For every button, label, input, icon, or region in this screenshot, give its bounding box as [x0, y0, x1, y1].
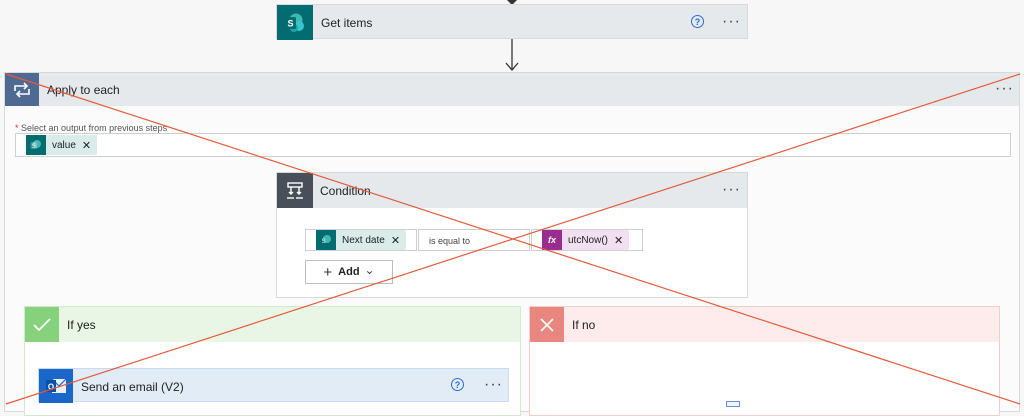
- loop-icon: [5, 73, 39, 106]
- remove-token-button[interactable]: ✕: [614, 234, 624, 247]
- if-no-branch: If no: [529, 306, 1000, 416]
- condition-card: Condition ··· S Next date ✕ is equal to …: [276, 172, 748, 298]
- help-icon[interactable]: ?: [451, 378, 464, 391]
- value-token[interactable]: S value ✕: [26, 135, 98, 155]
- connector-arrow-icon: [505, 39, 519, 71]
- required-mark: *: [15, 123, 19, 133]
- output-field[interactable]: S value ✕: [15, 133, 1011, 157]
- condition-more-button[interactable]: ···: [722, 181, 741, 198]
- expression-icon: fx: [542, 230, 562, 250]
- if-yes-branch: If yes O Send an email (V2) ? ···: [24, 306, 521, 416]
- send-email-title: Send an email (V2): [81, 380, 184, 394]
- svg-text:S: S: [287, 18, 293, 28]
- utcnow-token-label: utcNow(): [568, 234, 609, 246]
- next-date-token[interactable]: S Next date ✕: [316, 230, 407, 250]
- close-icon: [530, 307, 564, 342]
- next-date-token-label: Next date: [342, 234, 385, 246]
- add-action-handle[interactable]: [726, 401, 740, 407]
- condition-header[interactable]: Condition ···: [277, 173, 747, 208]
- check-icon: [25, 307, 59, 342]
- get-items-title: Get items: [321, 16, 373, 30]
- send-email-card[interactable]: O Send an email (V2) ? ···: [38, 368, 509, 403]
- operator-dropdown[interactable]: is equal to: [418, 229, 530, 251]
- send-email-more-button[interactable]: ···: [484, 376, 503, 393]
- condition-left-field[interactable]: S Next date ✕: [305, 229, 417, 251]
- if-yes-title: If yes: [67, 318, 96, 332]
- help-icon[interactable]: ?: [691, 15, 704, 28]
- add-button[interactable]: + Add ⌄: [305, 260, 393, 284]
- condition-right-field[interactable]: fx utcNow() ✕: [531, 229, 643, 251]
- value-token-label: value: [52, 139, 76, 151]
- field-label: * Select an output from previous steps: [15, 123, 167, 133]
- add-button-label: Add: [338, 266, 360, 278]
- sharepoint-icon: S: [277, 5, 313, 40]
- apply-to-each-header[interactable]: Apply to each ···: [5, 73, 1019, 106]
- if-no-title: If no: [572, 318, 596, 332]
- apply-to-each-title: Apply to each: [47, 83, 120, 97]
- sharepoint-icon: S: [26, 135, 46, 155]
- chevron-down-icon: ⌄: [364, 263, 375, 277]
- remove-token-button[interactable]: ✕: [390, 234, 401, 247]
- utcnow-token[interactable]: fx utcNow() ✕: [542, 230, 630, 250]
- if-no-header[interactable]: If no: [530, 307, 999, 342]
- field-label-text: Select an output from previous steps: [21, 123, 168, 133]
- get-items-more-button[interactable]: ···: [722, 13, 741, 30]
- condition-icon: [277, 173, 313, 208]
- condition-title: Condition: [320, 184, 371, 198]
- if-yes-header[interactable]: If yes: [25, 307, 520, 342]
- apply-to-each-more-button[interactable]: ···: [995, 80, 1014, 97]
- svg-text:S: S: [32, 144, 36, 150]
- remove-token-button[interactable]: ✕: [81, 139, 92, 152]
- get-items-card[interactable]: S Get items ? ···: [276, 4, 748, 40]
- outlook-icon: O: [39, 369, 73, 403]
- sharepoint-icon: S: [316, 230, 336, 250]
- svg-text:O: O: [48, 383, 54, 392]
- svg-text:S: S: [322, 239, 326, 245]
- top-arrow-icon: [507, 0, 517, 5]
- plus-icon: +: [323, 263, 333, 281]
